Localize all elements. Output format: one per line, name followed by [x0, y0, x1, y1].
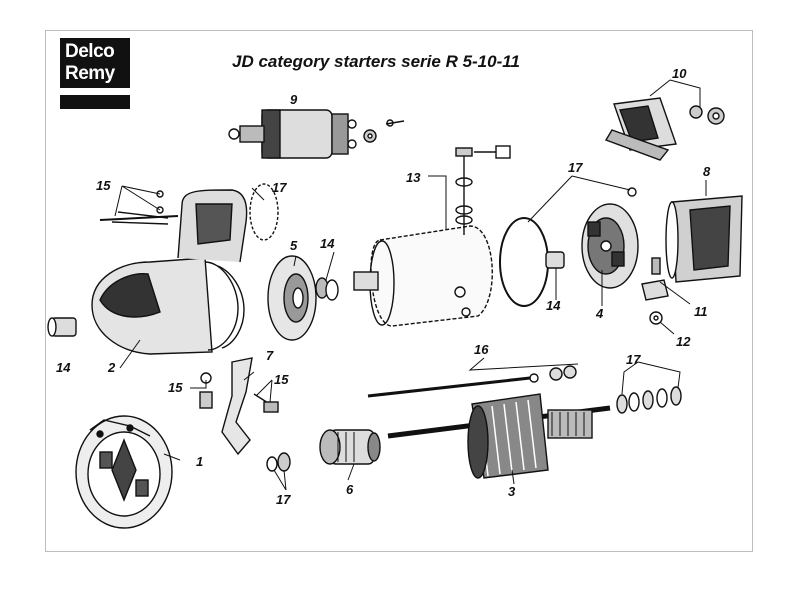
part-bushing-left: [47, 317, 77, 337]
callout-16: 16: [474, 342, 489, 357]
leader-lines: [114, 79, 707, 491]
part-shift-lever: [199, 357, 279, 456]
callout-12: 12: [676, 334, 691, 349]
part-small-washer: [627, 187, 637, 197]
part-ring-gasket: [499, 217, 549, 307]
part-drive-pinion: [319, 429, 381, 465]
part-commutator-end-head: [581, 203, 639, 289]
part-through-bolt: [367, 365, 577, 398]
callout-7: 7: [266, 348, 274, 363]
part-bushing-right: [545, 251, 565, 269]
part-screws: [99, 190, 179, 221]
callout-17-top: 17: [272, 180, 287, 195]
callout-11: 11: [694, 304, 708, 319]
callout-3: 3: [508, 484, 516, 499]
callout-17-right: 17: [626, 352, 641, 367]
callout-14-left: 14: [56, 360, 71, 375]
part-washers-pinion: [266, 452, 291, 472]
callout-17-gasket: 17: [568, 160, 583, 175]
part-brush-spring: [641, 257, 669, 325]
callout-1: 1: [196, 454, 203, 469]
part-drive-housing: [91, 189, 248, 355]
part-field-frame: [353, 225, 493, 327]
callout-2: 2: [107, 360, 116, 375]
logo-bar: [60, 95, 130, 109]
callout-15-left: 15: [168, 380, 183, 395]
part-brush-holders: [604, 97, 725, 161]
part-cover-band: [665, 195, 743, 283]
callout-15-right: 15: [274, 372, 289, 387]
logo-line-1: Delco: [65, 41, 115, 62]
delco-remy-logo: Delco Remy: [60, 38, 130, 112]
callout-17-pinion: 17: [276, 492, 291, 507]
part-solenoid: [228, 109, 405, 159]
callout-14-right: 14: [546, 298, 561, 313]
part-brush-plate: [75, 415, 173, 529]
part-gasket-top: [249, 183, 279, 241]
callout-14-washers: 14: [320, 236, 335, 251]
part-washers-right: [616, 386, 682, 414]
callout-13: 13: [406, 170, 421, 185]
callout-8: 8: [703, 164, 711, 179]
part-washers-14: [315, 277, 339, 301]
callout-9: 9: [290, 92, 298, 107]
callout-5: 5: [290, 238, 298, 253]
callout-10: 10: [672, 66, 687, 81]
callout-6: 6: [346, 482, 354, 497]
part-end-plate: [267, 255, 317, 341]
diagram-title: JD category starters serie R 5-10-11: [232, 52, 520, 71]
callout-15-top: 15: [96, 178, 111, 193]
part-terminal-stud: [455, 145, 511, 235]
part-armature: [387, 393, 611, 479]
logo-line-2: Remy: [65, 63, 115, 84]
callout-4: 4: [595, 306, 604, 321]
logo-text-block: Delco Remy: [60, 38, 130, 88]
